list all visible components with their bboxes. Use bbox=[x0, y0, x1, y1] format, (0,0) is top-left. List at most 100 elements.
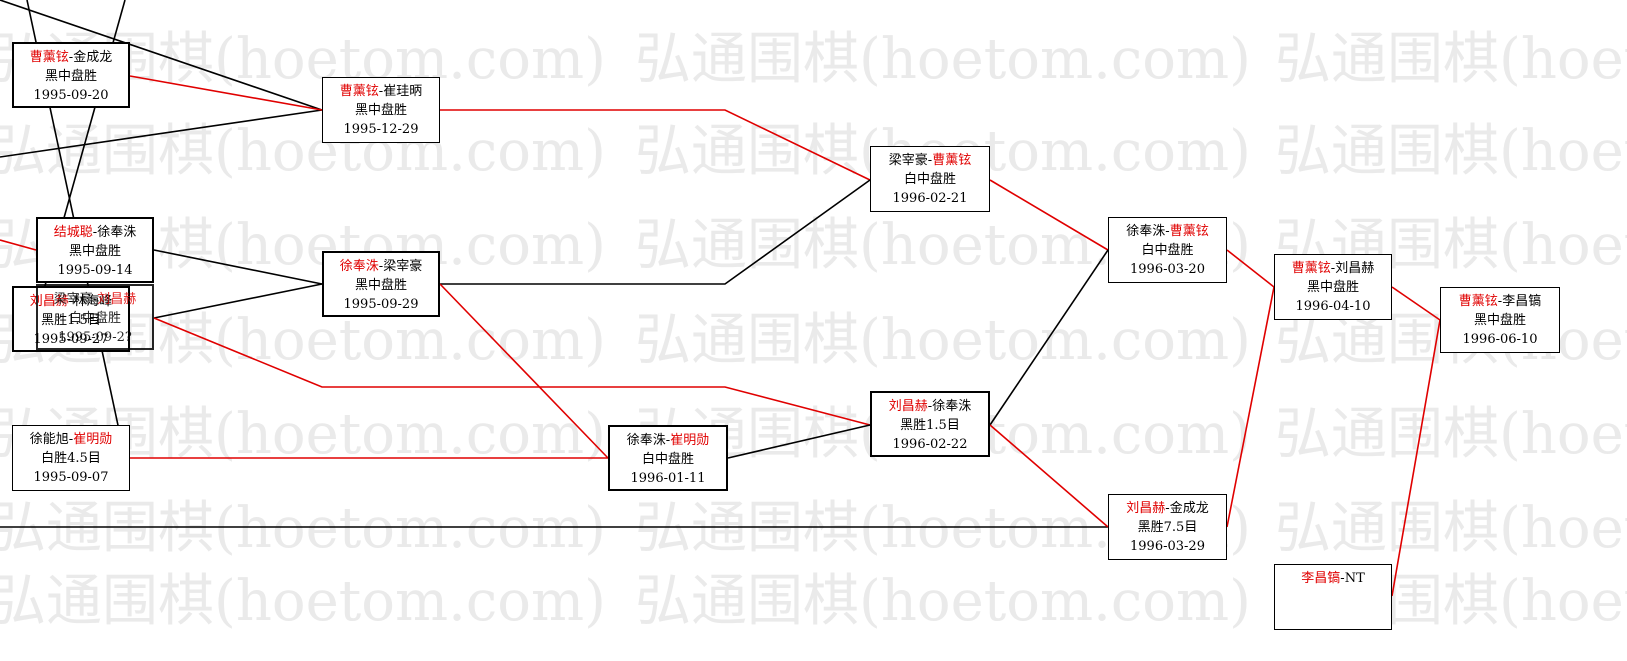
match-box: 曹薰铉-金成龙黑中盘胜 1995-09-20 bbox=[12, 42, 130, 108]
bracket-line bbox=[989, 249, 1109, 426]
bracket-line bbox=[989, 179, 1109, 251]
match-result: 白中盘胜 bbox=[641, 452, 694, 467]
match-box: 徐奉洙-崔明勋白中盘胜 1996-01-11 bbox=[608, 425, 728, 491]
player-separator: - bbox=[68, 294, 74, 309]
match-players: 曹薰铉-金成龙 bbox=[14, 48, 128, 67]
match-result: 黑胜7.5目 bbox=[1137, 520, 1198, 535]
match-players: 梁宰豪-刘昌赫 bbox=[38, 290, 152, 309]
bracket-line bbox=[1391, 286, 1441, 321]
match-box: 徐奉洙-曹薰铉白中盘胜 1996-03-20 bbox=[1108, 217, 1227, 283]
player-one-name: 结城聪 bbox=[53, 225, 93, 240]
player-separator: - bbox=[1165, 501, 1170, 516]
match-result: 黑胜1.5目 bbox=[41, 313, 101, 328]
match-date: 1996-02-22 bbox=[892, 437, 968, 452]
player-two-name: 曹薰铉 bbox=[932, 153, 972, 168]
player-one-name: 刘昌赫 bbox=[1126, 501, 1166, 516]
player-two-name: 林海峰 bbox=[73, 294, 113, 309]
player-one-name: 梁宰豪 bbox=[53, 292, 93, 307]
player-two-name: 金成龙 bbox=[1169, 501, 1209, 516]
match-players: 徐奉洙-梁宰豪 bbox=[324, 257, 438, 276]
bracket-line bbox=[440, 109, 871, 181]
player-separator: - bbox=[378, 84, 384, 99]
bracket-line bbox=[129, 75, 323, 111]
match-date: 1995-09-29 bbox=[343, 297, 419, 312]
player-two-name: 刘昌赫 bbox=[1335, 261, 1375, 276]
bracket-line bbox=[1226, 286, 1275, 528]
match-date: 1995-09-27 bbox=[33, 332, 109, 347]
player-separator: - bbox=[378, 259, 384, 274]
feeder-line bbox=[0, 239, 37, 251]
match-result: 白中盘胜 bbox=[1141, 243, 1194, 258]
match-date: 1996-02-21 bbox=[892, 191, 968, 206]
bracket-line bbox=[153, 317, 871, 426]
match-date: 1995-09-20 bbox=[33, 88, 109, 103]
player-separator: - bbox=[1497, 294, 1503, 309]
player-separator: - bbox=[1340, 571, 1345, 586]
watermark-text: 弘通围棋(hoetom.com) bbox=[0, 569, 606, 634]
player-two-name: 金成龙 bbox=[73, 50, 113, 65]
match-players: 结城聪-徐奉洙 bbox=[38, 223, 152, 242]
match-box: 刘昌赫-徐奉洙黑胜1.5目 1996-02-22 bbox=[870, 391, 990, 457]
player-separator: - bbox=[1330, 261, 1336, 276]
player-separator: - bbox=[92, 292, 98, 307]
match-players: 梁宰豪-曹薰铉 bbox=[871, 151, 989, 170]
player-one-name: 徐奉洙 bbox=[1126, 224, 1166, 239]
match-box: 李昌镐-NT bbox=[1274, 564, 1392, 630]
watermark-text: 弘通围棋(hoetom.com) bbox=[635, 308, 1251, 373]
player-one-name: 刘昌赫 bbox=[888, 399, 928, 414]
player-separator: - bbox=[927, 399, 933, 414]
bracket-line bbox=[989, 424, 1109, 528]
player-separator: - bbox=[68, 432, 74, 447]
match-players: 徐能旭-崔明勋 bbox=[13, 430, 129, 449]
match-result: 黑中盘胜 bbox=[44, 69, 97, 84]
match-date: 1995-09-14 bbox=[57, 263, 133, 278]
bracket-line bbox=[153, 283, 323, 319]
match-date: 1996-03-20 bbox=[1130, 262, 1205, 277]
feeder-line bbox=[0, 109, 323, 158]
bracket-line bbox=[440, 179, 871, 285]
bracket-line bbox=[1226, 249, 1275, 288]
match-date: 1996-04-10 bbox=[1295, 299, 1371, 314]
match-result: 黑中盘胜 bbox=[1306, 280, 1359, 295]
match-result: 黑胜1.5目 bbox=[900, 418, 960, 433]
match-players: 刘昌赫-林海峰 bbox=[14, 292, 128, 311]
player-two-name: 李昌镐 bbox=[1502, 294, 1542, 309]
watermark-text: 弘通围棋(hoetom.com) bbox=[1275, 27, 1627, 92]
watermark-text: 弘通围棋(hoetom.com) bbox=[0, 119, 606, 184]
player-one-name: 刘昌赫 bbox=[29, 294, 69, 309]
bracket-line bbox=[153, 249, 323, 285]
match-players: 曹薰铉-李昌镐 bbox=[1441, 292, 1559, 311]
match-date: 1996-01-11 bbox=[630, 471, 706, 486]
player-two-name: NT bbox=[1344, 571, 1365, 586]
player-separator: - bbox=[665, 433, 671, 448]
match-date: 1996-06-10 bbox=[1462, 332, 1538, 347]
match-players: 刘昌赫-金成龙 bbox=[1109, 499, 1226, 518]
player-two-name: 徐奉洙 bbox=[97, 225, 137, 240]
match-players: 李昌镐-NT bbox=[1275, 569, 1391, 588]
watermark-text: 弘通围棋(hoetom.com) bbox=[0, 496, 606, 561]
match-result: 白中盘胜 bbox=[903, 172, 956, 187]
match-players: 徐奉洙-崔明勋 bbox=[610, 431, 726, 450]
player-separator: - bbox=[68, 50, 74, 65]
watermark-text: 弘通围棋(hoetom.com) bbox=[635, 27, 1251, 92]
match-players: 徐奉洙-曹薰铉 bbox=[1109, 222, 1226, 241]
player-one-name: 徐奉洙 bbox=[626, 433, 666, 448]
watermark-text: 弘通围棋(hoetom.com) bbox=[1275, 119, 1627, 184]
match-players: 刘昌赫-徐奉洙 bbox=[872, 397, 988, 416]
player-two-name: 崔明勋 bbox=[73, 432, 113, 447]
player-one-name: 李昌镐 bbox=[1301, 571, 1341, 586]
watermark-text: 弘通围棋(hoetom.com) bbox=[1275, 402, 1627, 467]
match-box: 梁宰豪-曹薰铉白中盘胜 1996-02-21 bbox=[870, 146, 990, 212]
player-two-name: 崔明勋 bbox=[670, 433, 710, 448]
player-separator: - bbox=[1165, 224, 1170, 239]
player-two-name: 梁宰豪 bbox=[383, 259, 423, 274]
bracket-line bbox=[1391, 319, 1441, 597]
match-box: 曹薰铉-李昌镐黑中盘胜 1996-06-10 bbox=[1440, 287, 1560, 353]
match-result: 黑中盘胜 bbox=[1473, 313, 1526, 328]
match-result: 白中盘胜 bbox=[68, 311, 121, 326]
